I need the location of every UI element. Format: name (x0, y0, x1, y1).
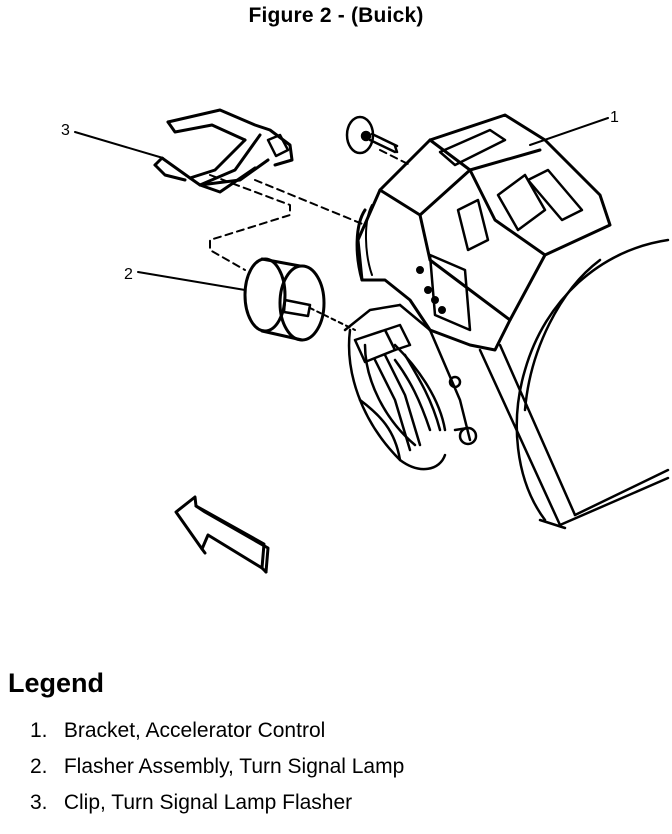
legend-item: 2. Flasher Assembly, Turn Signal Lamp (30, 749, 668, 785)
callout-3: 3 (61, 122, 70, 139)
figure-title: Figure 2 - (Buick) (248, 4, 424, 27)
callout-leader-lines (74, 117, 609, 291)
legend-item-number: 1. (30, 719, 48, 742)
accelerator-control-bracket (355, 113, 612, 352)
legend-list: 1. Bracket, Accelerator Control 2. Flash… (8, 713, 668, 821)
legend-item-text: Flasher Assembly, Turn Signal Lamp (63, 755, 405, 778)
turn-signal-flasher-assembly (243, 257, 356, 342)
legend-item-text: Bracket, Accelerator Control (63, 719, 326, 742)
legend-item-number: 3. (30, 791, 48, 814)
legend-item-number: 2. (30, 755, 48, 778)
mounting-screw-and-washer (345, 115, 399, 155)
legend-item: 3. Clip, Turn Signal Lamp Flasher (30, 785, 668, 821)
callout-1: 1 (610, 109, 619, 126)
turn-signal-flasher-clip (153, 108, 294, 194)
legend-title: Legend (8, 668, 105, 698)
exploded-view-diagram: 1 2 3 (61, 108, 670, 574)
view-direction-arrow-icon (174, 495, 270, 574)
legend: Legend 1. Bracket, Accelerator Control 2… (8, 668, 668, 821)
callout-2: 2 (124, 266, 133, 283)
lower-bracket-assembly (343, 303, 478, 471)
alignment-lines (209, 149, 411, 271)
dash-shroud-outline (478, 238, 670, 530)
legend-item: 1. Bracket, Accelerator Control (30, 713, 668, 749)
legend-item-text: Clip, Turn Signal Lamp Flasher (63, 791, 353, 814)
